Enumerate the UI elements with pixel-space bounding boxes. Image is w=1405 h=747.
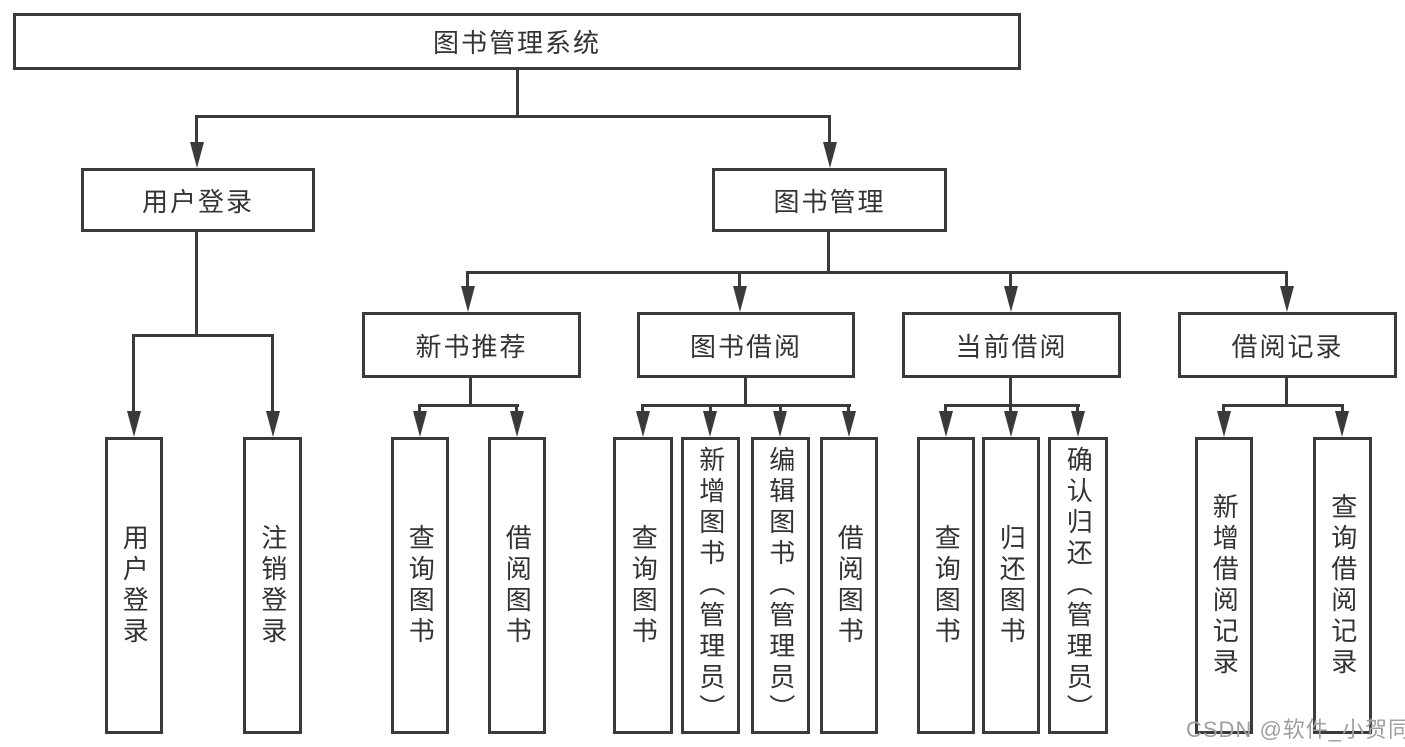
- arrowhead: [1217, 411, 1231, 437]
- connector-line: [132, 334, 135, 415]
- node-label: 图书借阅: [689, 331, 802, 362]
- leaf-bb-edit-books-admin: 编辑图书（管理员）: [751, 437, 810, 734]
- connector-line: [516, 68, 519, 118]
- arrowhead: [413, 411, 427, 437]
- arrowhead: [939, 411, 953, 437]
- arrowhead: [1071, 411, 1085, 437]
- arrowhead: [823, 142, 837, 168]
- connector-line: [828, 115, 831, 145]
- node-label: 用户登录: [119, 523, 150, 648]
- node-book-management: 图书管理: [712, 168, 947, 232]
- connector-line: [271, 334, 274, 415]
- connector-line: [195, 115, 831, 118]
- leaf-bb-add-books-admin: 新增图书（管理员）: [681, 437, 740, 734]
- node-label: 图书管理系统: [432, 28, 601, 58]
- leaf-bb-borrow-books: 借阅图书: [820, 437, 878, 734]
- connector-line: [132, 334, 273, 337]
- leaf-cb-return-books: 归还图书: [982, 437, 1040, 734]
- node-user-login: 用户登录: [81, 168, 315, 232]
- arrowhead: [773, 411, 787, 437]
- node-label: 借阅记录: [1231, 331, 1344, 362]
- leaf-cb-query-books: 查询图书: [917, 437, 975, 734]
- node-label: 查询图书: [628, 523, 659, 648]
- node-label: 确认归还（管理员）: [1063, 446, 1094, 725]
- connector-line: [744, 378, 747, 407]
- connector-line: [1009, 271, 1012, 291]
- arrowhead: [703, 411, 717, 437]
- connector-line: [1341, 404, 1344, 415]
- connector-line: [944, 404, 947, 415]
- node-label: 归还图书: [996, 523, 1027, 648]
- node-label: 用户登录: [141, 186, 254, 217]
- connector-line: [1009, 378, 1012, 407]
- connector-line: [1222, 404, 1225, 415]
- connector-line: [1222, 404, 1344, 407]
- arrowhead: [127, 411, 141, 437]
- arrowhead: [842, 411, 856, 437]
- node-label: 新增借阅记录: [1209, 492, 1240, 679]
- node-new-book-recommend: 新书推荐: [362, 312, 581, 378]
- csdn-watermark: CSDN @软件_小贺同学: [1186, 717, 1405, 742]
- arrowhead: [461, 286, 475, 312]
- node-label: 查询图书: [405, 523, 436, 648]
- connector-line: [944, 404, 1080, 407]
- arrowhead: [266, 411, 280, 437]
- leaf-nb-query-books: 查询图书: [391, 437, 449, 734]
- leaf-nb-borrow-books: 借阅图书: [488, 437, 546, 734]
- node-label: 查询借阅记录: [1327, 492, 1358, 679]
- leaf-br-add-record: 新增借阅记录: [1195, 437, 1253, 734]
- connector-line: [418, 404, 519, 407]
- node-label: 借阅图书: [834, 523, 865, 648]
- connector-line: [827, 232, 830, 274]
- node-label: 注销登录: [257, 523, 288, 648]
- connector-line: [641, 404, 644, 415]
- arrowhead: [1280, 286, 1294, 312]
- leaf-cb-confirm-return-admin: 确认归还（管理员）: [1048, 437, 1108, 734]
- connector-line: [466, 271, 469, 291]
- connector-line: [418, 404, 421, 415]
- connector-line: [1285, 378, 1288, 407]
- connector-line: [1285, 271, 1288, 291]
- arrowhead: [1004, 286, 1018, 312]
- node-label: 新增图书（管理员）: [695, 446, 726, 725]
- leaf-user-login: 用户登录: [105, 437, 163, 734]
- connector-line: [779, 404, 782, 415]
- arrowhead: [733, 286, 747, 312]
- connector-line: [641, 404, 851, 407]
- leaf-logout: 注销登录: [243, 437, 302, 734]
- node-current-borrow: 当前借阅: [902, 312, 1121, 378]
- connector-line: [847, 404, 850, 415]
- connector-line: [709, 404, 712, 415]
- connector-line: [1076, 404, 1079, 415]
- node-label: 查询图书: [931, 523, 962, 648]
- node-label: 编辑图书（管理员）: [765, 446, 796, 725]
- connector-line: [738, 271, 741, 291]
- leaf-bb-query-books: 查询图书: [613, 437, 673, 734]
- node-label: 借阅图书: [502, 523, 533, 648]
- node-borrow-records: 借阅记录: [1178, 312, 1397, 378]
- arrowhead: [1004, 411, 1018, 437]
- node-root: 图书管理系统: [13, 13, 1021, 70]
- arrowhead: [636, 411, 650, 437]
- arrowhead: [190, 142, 204, 168]
- arrowhead: [1335, 411, 1349, 437]
- connector-line: [1009, 404, 1012, 415]
- node-label: 新书推荐: [415, 331, 528, 362]
- connector-line: [515, 404, 518, 415]
- connector-line: [195, 115, 198, 145]
- node-label: 当前借阅: [955, 331, 1068, 362]
- connector-line: [195, 232, 198, 337]
- connector-line: [469, 378, 472, 407]
- arrowhead: [510, 411, 524, 437]
- leaf-br-query-record: 查询借阅记录: [1313, 437, 1372, 734]
- node-label: 图书管理: [773, 186, 886, 217]
- node-book-borrow: 图书借阅: [637, 312, 855, 378]
- connector-line: [466, 271, 1288, 274]
